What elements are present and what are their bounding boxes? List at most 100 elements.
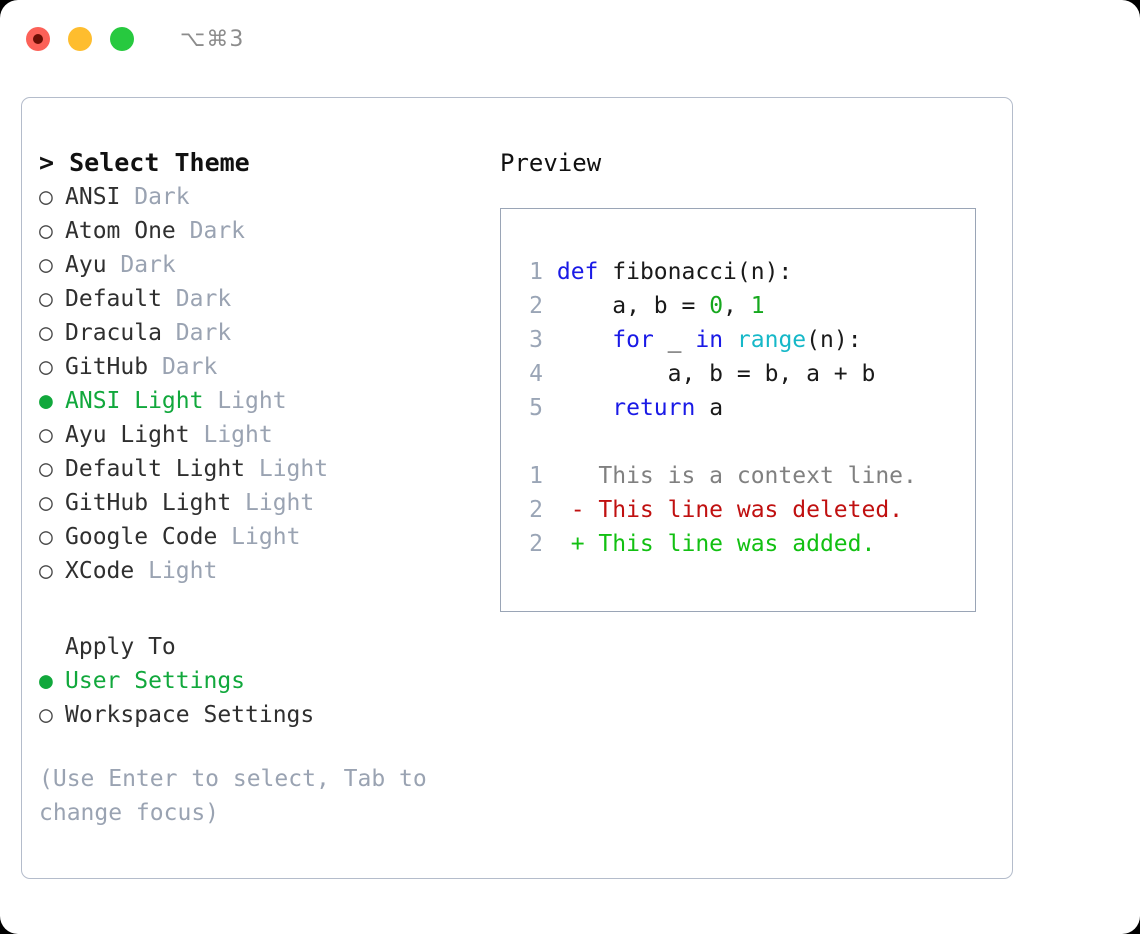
theme-option-name: Atom One: [65, 218, 176, 244]
theme-option-atom-one[interactable]: ○Atom One Dark: [39, 214, 499, 248]
radio-selected-icon: ●: [39, 668, 53, 694]
maximize-button[interactable]: [110, 27, 134, 51]
gutter-space: [543, 293, 557, 319]
minimize-button[interactable]: [68, 27, 92, 51]
code-token: a, b =: [556, 293, 710, 319]
theme-option-tag: Dark: [148, 354, 218, 380]
diff-line-del: 2 - This line was deleted.: [517, 493, 917, 527]
theme-option-ansi-light[interactable]: ●ANSI Light Light: [39, 384, 499, 418]
code-token: 0: [709, 293, 724, 319]
diff-line-text: - This line was deleted.: [543, 497, 904, 523]
theme-option-ansi[interactable]: ○ANSI Dark: [39, 180, 499, 214]
theme-option-tag: Dark: [161, 320, 232, 346]
gutter-space: [543, 327, 557, 353]
theme-option-github-light[interactable]: ○ GitHub Light Light: [39, 486, 499, 520]
code-token: return: [612, 395, 696, 421]
theme-option-name: Dracula: [65, 320, 162, 346]
theme-option-name: GitHub Light: [65, 490, 232, 516]
theme-option-name: ANSI: [65, 184, 121, 210]
theme-option-tag: Light: [217, 524, 301, 550]
line-number: 2: [529, 497, 543, 523]
theme-option-name: Ayu: [65, 252, 107, 278]
theme-option-tag: Light: [134, 558, 218, 584]
theme-option-tag: Dark: [106, 252, 176, 278]
line-number: 2: [529, 293, 543, 319]
line-number: 2: [529, 531, 543, 557]
theme-option-name: GitHub: [65, 354, 149, 380]
theme-option-xcode[interactable]: ○XCode Light: [39, 554, 499, 588]
theme-option-tag: Light: [245, 456, 329, 482]
keyboard-hint: (Use Enter to select, Tab to change focu…: [39, 762, 459, 830]
preview-title: Preview: [500, 149, 602, 177]
theme-option-default-light[interactable]: ○ Default Light Light: [39, 452, 499, 486]
code-token: (n):: [806, 327, 862, 353]
line-number: 1: [529, 259, 543, 285]
radio-unselected-icon: ○: [39, 422, 53, 448]
radio-unselected-icon: ○: [39, 354, 53, 380]
theme-option-name: Default Light: [65, 456, 246, 482]
apply-to-option-name: Workspace Settings: [65, 702, 315, 728]
theme-option-google-code[interactable]: ○ Google Code Light: [39, 520, 499, 554]
theme-option-name: Default: [65, 286, 162, 312]
traffic-light-group: [26, 27, 134, 51]
gutter-space: [543, 361, 557, 387]
main-panel: > Select Theme ○ANSI Dark○Atom One Dark○…: [21, 97, 1013, 879]
theme-option-dracula[interactable]: ○ Dracula Dark: [39, 316, 499, 350]
radio-unselected-icon: ○: [39, 184, 53, 210]
code-token: [557, 327, 612, 353]
code-line: 3 for _ in range(n):: [517, 323, 917, 357]
diff-line-text: This is a context line.: [543, 463, 917, 489]
code-token: [723, 327, 737, 353]
radio-unselected-icon: ○: [39, 286, 53, 312]
gutter-space: [543, 259, 557, 285]
code-token: range: [736, 327, 807, 353]
keyboard-hint-line1: (Use Enter to select, Tab to: [39, 766, 427, 792]
code-token: for: [612, 327, 654, 353]
apply-to-label: Apply To: [65, 634, 176, 660]
theme-option-name: Google Code: [65, 524, 218, 550]
line-number: 5: [529, 395, 543, 421]
theme-option-tag: Dark: [161, 286, 232, 312]
radio-unselected-icon: ○: [39, 490, 53, 516]
theme-option-ayu-light[interactable]: ○Ayu Light Light: [39, 418, 499, 452]
apply-to-options: ● User Settings ○Workspace Settings: [39, 664, 499, 732]
theme-option-github[interactable]: ○ GitHub Dark: [39, 350, 499, 384]
theme-option-default[interactable]: ○ Default Dark: [39, 282, 499, 316]
theme-option-tag: Dark: [175, 218, 246, 244]
radio-unselected-icon: ○: [39, 524, 53, 550]
gutter-space: [543, 395, 557, 421]
code-token: _: [653, 327, 696, 353]
diff-line-ctx: 1 This is a context line.: [517, 459, 917, 493]
diff-line-text: + This line was added.: [543, 531, 876, 557]
radio-unselected-icon: ○: [39, 456, 53, 482]
theme-selector-column: > Select Theme ○ANSI Dark○Atom One Dark○…: [39, 146, 499, 830]
code-token: [557, 395, 612, 421]
apply-to-option-name: User Settings: [65, 668, 246, 694]
line-number: 3: [529, 327, 543, 353]
line-number: 4: [529, 361, 543, 387]
theme-list: ○ANSI Dark○Atom One Dark○Ayu Dark○Defaul…: [39, 180, 499, 588]
line-number: 1: [529, 463, 543, 489]
preview-column: Preview 1 def fibonacci(n):2 a, b = 0, 1…: [500, 146, 1000, 612]
theme-option-tag: Light: [203, 388, 287, 414]
theme-option-tag: Light: [231, 490, 315, 516]
radio-unselected-icon: ○: [39, 252, 53, 278]
apply-to-option-user-settings[interactable]: ● User Settings: [39, 664, 499, 698]
keyboard-shortcut-label: ⌥⌘3: [180, 26, 245, 52]
close-button[interactable]: [26, 27, 50, 51]
code-line: 5 return a: [517, 391, 917, 425]
apply-to-option-workspace-settings[interactable]: ○Workspace Settings: [39, 698, 499, 732]
theme-option-name: ANSI Light: [65, 388, 204, 414]
code-token: a, b = b, a + b: [556, 361, 876, 387]
theme-option-ayu[interactable]: ○ Ayu Dark: [39, 248, 499, 282]
diff-line-add: 2 + This line was added.: [517, 527, 917, 561]
radio-unselected-icon: ○: [39, 320, 53, 346]
code-token: ,: [723, 293, 751, 319]
code-token: 1: [750, 293, 765, 319]
code-token: fibonacci(n):: [598, 259, 793, 285]
theme-option-tag: Light: [189, 422, 273, 448]
code-token: a: [695, 395, 724, 421]
